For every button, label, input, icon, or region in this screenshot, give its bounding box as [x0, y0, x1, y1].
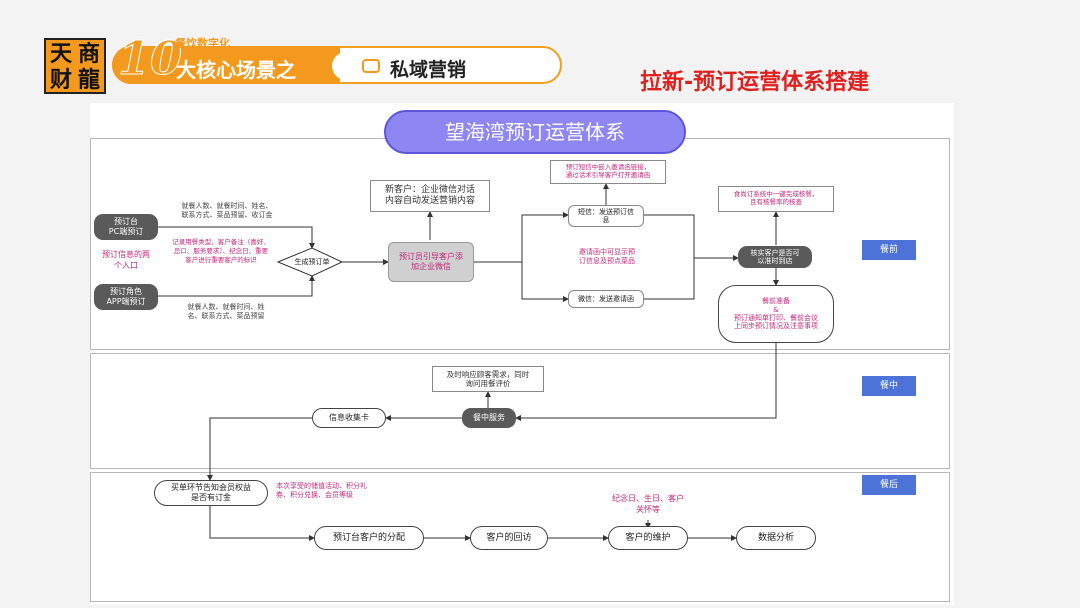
logo-char: 财: [50, 67, 73, 93]
header-subtitle: 餐饮数字化: [175, 37, 230, 50]
checkout-node: 买单环节告知会员权益 是否有订金: [154, 480, 268, 506]
flow-step-assign: 预订台客户的分配: [314, 526, 424, 550]
pre-meal-prep-node: 餐前准备 & 预订通知单打印、餐前会议 上同步预订情况及注意事项: [718, 285, 834, 343]
phase-pre: 餐前: [862, 240, 916, 260]
record-note: 记录用餐类型、客户备注（喜好、 忌口、服务要求）、纪念日、重要 客户进行重要客户…: [172, 238, 270, 264]
scene-pill: [332, 52, 554, 80]
header-banner-accent: [112, 46, 340, 84]
decision-shape: [276, 247, 344, 277]
chat-icon: [362, 59, 380, 73]
series-title: 大核心场景之: [176, 58, 296, 82]
phase-mid: 餐中: [862, 376, 916, 396]
flow-step-maintain: 客户的维护: [608, 526, 688, 550]
in-meal-service-node: 餐中服务: [462, 408, 516, 428]
flow-step-analysis: 数据分析: [736, 526, 816, 550]
phase-post: 餐后: [862, 475, 916, 495]
logo-char: 商: [78, 41, 101, 67]
scene-name: 私域营销: [390, 59, 467, 81]
invite-content-note: 邀请函中可显示预 订信息及预点菜品: [579, 248, 635, 266]
sms-node: 短信：发送预订信 息: [568, 205, 644, 227]
confirm-arrival-node: 核实客户是否可 以准时到店: [738, 246, 812, 268]
section-post-meal: [90, 472, 950, 602]
reply-note: 及时响应顾客需求，同时 询问用餐评价: [432, 366, 544, 392]
care-note: 纪念日、生日、客户 关怀等: [612, 494, 684, 514]
wechat-invite-node: 微信：发送邀请函: [568, 290, 644, 308]
flow-step-revisit: 客户的回访: [470, 526, 548, 550]
sms-link-note: 预订短信中嵌入邀请函链接， 通过话术引导客户打开邀请函: [550, 160, 666, 184]
channel-pc: 预订台 PC端预订: [94, 214, 158, 240]
big-number: 10: [117, 31, 183, 85]
logo-char: 龍: [78, 67, 101, 93]
pc-fields-note: 就餐人数、就餐时间、姓名、 联系方式、菜品预留、收订金: [181, 202, 273, 220]
entry-note: 预订信息的两 个入口: [102, 250, 150, 270]
generate-order: 生成预订单: [294, 257, 330, 266]
diagram-title: 望海湾预订运营体系: [384, 110, 686, 154]
brand-logo: 天 商 财 龍: [44, 38, 106, 94]
app-fields-note: 就餐人数、就餐时间、姓 名、联系方式、菜品预留: [187, 303, 265, 321]
logo-char: 天: [50, 41, 73, 67]
page-title: 拉新-预订运营体系搭建: [640, 70, 870, 95]
guide-wechat-node: 预订员引导客户添 加企业微信: [388, 242, 474, 282]
channel-app: 预订角色 APP端预订: [94, 284, 158, 310]
section-mid-meal: [90, 353, 950, 469]
confirm-note: 食尚订系统中一键完成核餐， 且有核餐率的核查: [718, 186, 834, 212]
info-card-node: 信息收集卡: [312, 408, 386, 428]
member-benefit-note: 本次享受的储值活动、积分礼 券、积分兑换、会员等级: [276, 482, 367, 500]
new-customer-note: 新客户：企业微信对话 内容自动发送营销内容: [370, 180, 490, 212]
